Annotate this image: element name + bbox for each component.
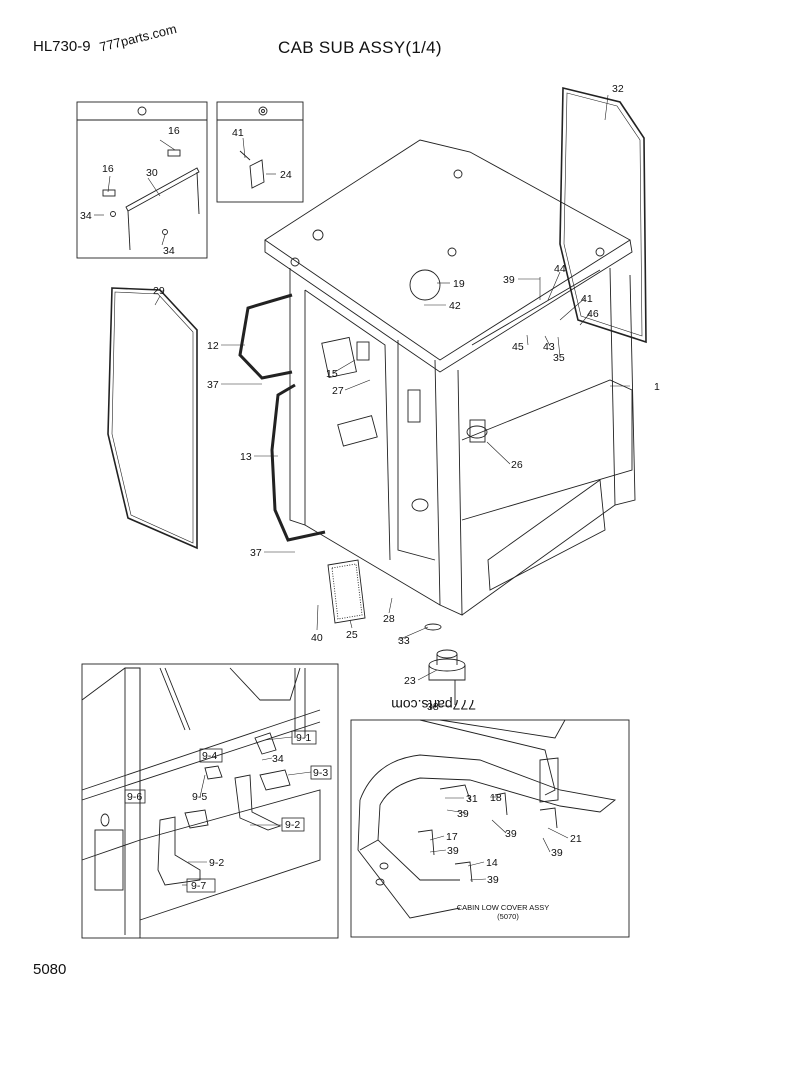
label-26: 26 [511, 459, 523, 471]
label-46: 46 [587, 308, 599, 320]
label-43: 43 [543, 341, 555, 353]
label-9-4: 9-4 [202, 750, 217, 762]
label-32: 32 [612, 83, 624, 95]
label-17: 17 [446, 831, 458, 843]
detail-box-d [350, 719, 630, 938]
cab-frame [289, 267, 636, 616]
page-number: 5080 [33, 961, 67, 978]
filter-element [327, 559, 366, 624]
label-34: 34 [163, 245, 175, 257]
cab-roof [264, 139, 633, 373]
label-23: 23 [404, 675, 416, 687]
label-41: 41 [232, 127, 244, 139]
label-37: 37 [250, 547, 262, 559]
label-21: 21 [570, 833, 582, 845]
cabin-low-cover-note: CABIN LOW COVER ASSY (5070) [457, 903, 550, 921]
label-31: 31 [466, 793, 478, 805]
label-16: 16 [102, 163, 114, 175]
label-9-5: 9-5 [192, 791, 207, 803]
label-16: 16 [168, 125, 180, 137]
label-19: 19 [453, 278, 465, 290]
handrail-lower [270, 383, 326, 542]
detail-box-c [81, 663, 339, 939]
detail-box-b [216, 101, 304, 203]
label-41: 41 [581, 293, 593, 305]
label-39: 39 [503, 274, 515, 286]
label-9-1: 9-1 [296, 732, 311, 744]
bullseye-icon [258, 106, 268, 116]
label-34: 34 [272, 753, 284, 765]
watermark-mirrored-text: 777parts.com [391, 697, 476, 713]
label-35: 35 [553, 352, 565, 364]
handrail-upper [238, 293, 293, 380]
label-25: 25 [346, 629, 358, 641]
cabin-low-cover-label: CABIN LOW COVER ASSY [457, 903, 550, 912]
label-42: 42 [449, 300, 461, 312]
label-13: 13 [240, 451, 252, 463]
label-39: 39 [457, 808, 469, 820]
detail-c-callout-boxes [124, 730, 332, 893]
label-12: 12 [207, 340, 219, 352]
label-39: 39 [447, 845, 459, 857]
label-1: 1 [654, 381, 660, 393]
label-9-3: 9-3 [313, 767, 328, 779]
label-9-7: 9-7 [191, 880, 206, 892]
label-9-2: 9-2 [285, 819, 300, 831]
label-27: 27 [332, 385, 344, 397]
label-9-6: 9-6 [127, 791, 142, 803]
label-14: 14 [486, 857, 498, 869]
label-34: 34 [80, 210, 92, 222]
label-38: 38 [427, 701, 439, 713]
label-45: 45 [512, 341, 524, 353]
label-28: 28 [383, 613, 395, 625]
model-code: HL730-9 [33, 38, 91, 55]
label-44: 44 [554, 263, 566, 275]
circle-icon [137, 106, 147, 116]
label-18: 18 [490, 792, 502, 804]
page-title: CAB SUB ASSY(1/4) [278, 38, 442, 57]
label-39: 39 [505, 828, 517, 840]
label-40: 40 [311, 632, 323, 644]
label-33: 33 [398, 635, 410, 647]
rear-glass [559, 86, 647, 344]
watermark-mirrored: 777parts.com [391, 697, 476, 713]
label-15: 15 [326, 368, 338, 380]
part-labels: 32 16 16 30 34 34 41 24 29 12 37 13 37 4… [80, 83, 660, 892]
label-29: 29 [153, 285, 165, 297]
side-glass [107, 287, 198, 550]
detail-box-a [76, 101, 208, 259]
mount [424, 623, 466, 705]
label-9-2: 9-2 [209, 857, 224, 869]
label-24: 24 [280, 169, 292, 181]
label-37: 37 [207, 379, 219, 391]
label-39: 39 [487, 874, 499, 886]
cabin-low-cover-ref: (5070) [497, 912, 519, 921]
label-30: 30 [146, 167, 158, 179]
label-39: 39 [551, 847, 563, 859]
